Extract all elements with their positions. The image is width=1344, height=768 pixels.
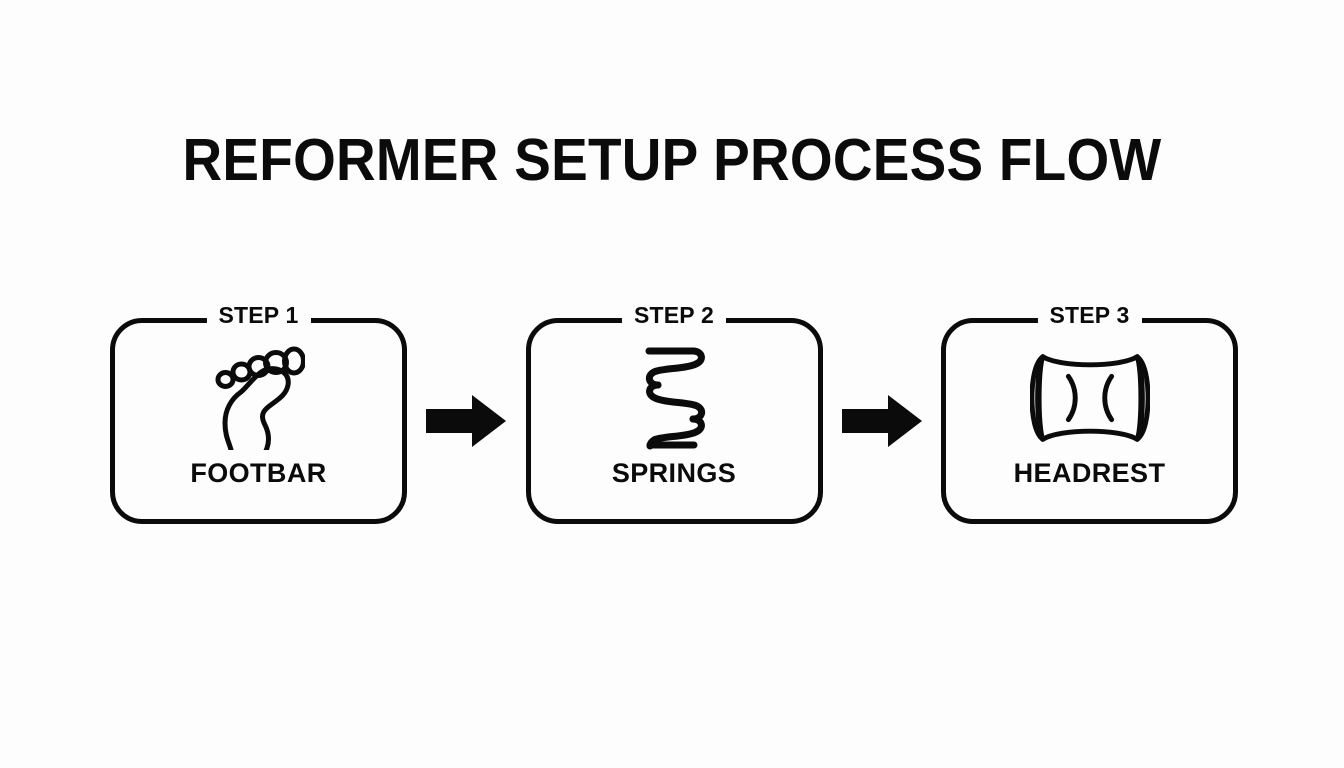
step-card-1-content: FOOTBAR <box>110 318 407 524</box>
step-card-3-content: HEADREST <box>941 318 1238 524</box>
arrow-right-icon <box>841 393 923 449</box>
headrest-bolster-icon <box>1029 344 1150 452</box>
coil-spring-icon <box>614 344 734 452</box>
step-card-2[interactable]: STEP 2 <box>525 302 823 524</box>
arrow-right-icon <box>425 393 507 449</box>
step-card-2-content: SPRINGS <box>526 318 823 524</box>
step-card-2-name: SPRINGS <box>611 458 737 488</box>
step-card-3-step-label: STEP 3 <box>1037 302 1142 328</box>
process-flow: STEP 1 FOOTBAR <box>110 302 1238 524</box>
step-card-1[interactable]: STEP 1 FOOTBAR <box>110 302 407 524</box>
step-card-1-name: FOOTBAR <box>190 458 327 488</box>
step-card-2-step-label: STEP 2 <box>621 302 727 328</box>
step-card-3-name: HEADREST <box>1013 458 1166 488</box>
footprint-icon <box>199 344 319 452</box>
step-card-3[interactable]: STEP 3 <box>941 302 1238 524</box>
page-title: REFORMER SETUP PROCESS FLOW <box>182 127 1162 193</box>
step-card-1-step-label: STEP 1 <box>206 302 311 328</box>
